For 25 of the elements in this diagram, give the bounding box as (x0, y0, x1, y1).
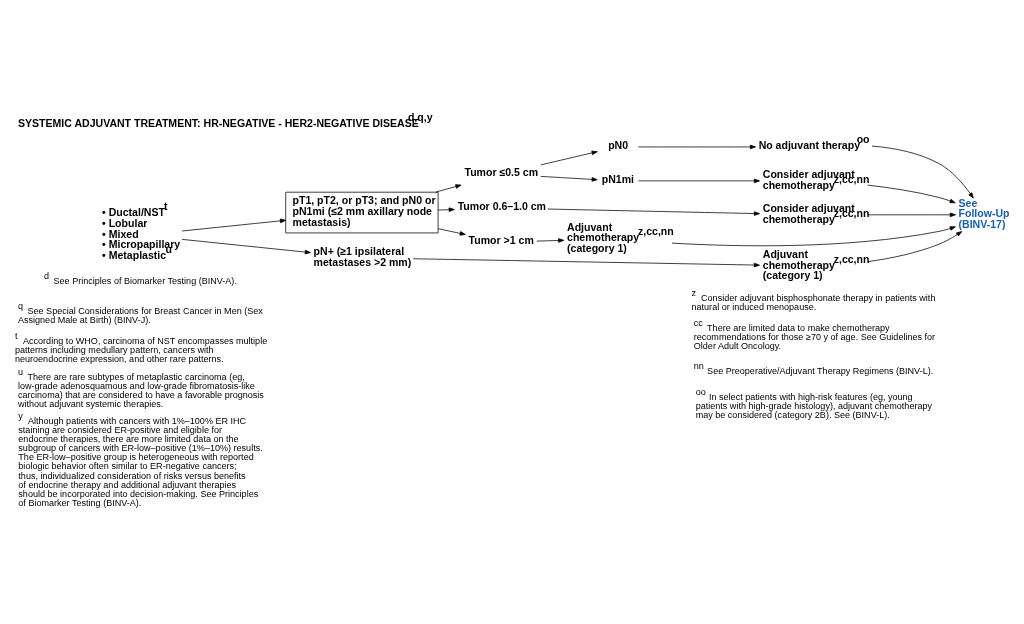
node-text: Tumor >1 cm (468, 233, 534, 246)
arrow (540, 175, 598, 182)
arrow (638, 178, 760, 183)
arrow (536, 237, 565, 243)
arrow (435, 183, 462, 192)
arrow (867, 184, 956, 203)
node-text: pN0 (608, 138, 629, 151)
arrow (437, 207, 455, 212)
arrow (547, 208, 760, 216)
node-text: See Follow-Up (BINV-17) (958, 196, 1010, 230)
arrow (867, 230, 963, 262)
arrow (412, 257, 760, 267)
node-box: pT1, pT2, or pT3; and pN0 or pN1mi (≤2 mm axillary node metastasis) (285, 191, 439, 233)
arrow (181, 238, 311, 254)
arrow (867, 212, 956, 217)
node-text: Tumor ≤0.5 cm (464, 165, 539, 178)
node-text: pN+ (≥1 ipsilateral metastases >2 mm) (313, 244, 412, 268)
arrow (540, 150, 598, 165)
arrow (671, 225, 956, 246)
arrow (181, 218, 286, 231)
arrow (638, 144, 756, 149)
arrow (437, 227, 466, 236)
arrow (871, 145, 974, 198)
node-text: Tumor 0.6–1.0 cm (457, 199, 547, 212)
node-text: pN1mi (601, 172, 634, 185)
